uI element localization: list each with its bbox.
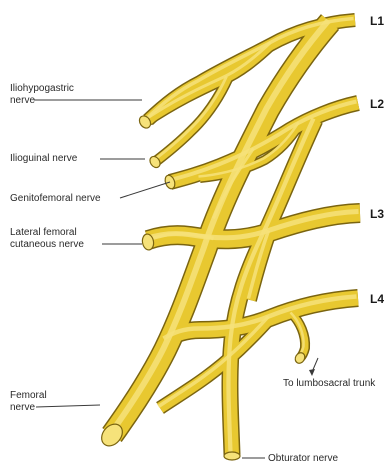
lateral-femoral-label-line1: Lateral femoral xyxy=(10,227,77,238)
level-l1: L1 xyxy=(370,14,384,28)
femoral-label-line1: Femoral xyxy=(10,390,47,401)
iliohypogastric-label-line1: Iliohypogastric xyxy=(10,83,74,94)
genitofemoral-label: Genitofemoral nerve xyxy=(10,193,101,204)
ilioinguinal-label: Ilioguinal nerve xyxy=(10,153,78,164)
femoral-label-line2: nerve xyxy=(10,402,35,413)
genitofemoral-leader xyxy=(120,182,170,198)
lumbosacral-label: To lumbosacral trunk xyxy=(283,378,376,389)
lumbosacral-arrow-icon xyxy=(309,369,315,376)
nerve-illustration xyxy=(97,19,360,461)
lateral-femoral-label-line2: cutaneous nerve xyxy=(10,239,84,250)
obturator-cut-end xyxy=(224,452,240,460)
level-l2: L2 xyxy=(370,97,384,111)
level-l3: L3 xyxy=(370,207,384,221)
obturator-label: Obturator nerve xyxy=(268,453,338,464)
level-l4: L4 xyxy=(370,292,384,306)
femoral-leader xyxy=(36,405,100,407)
iliohypogastric-label-line2: nerve xyxy=(10,95,35,106)
